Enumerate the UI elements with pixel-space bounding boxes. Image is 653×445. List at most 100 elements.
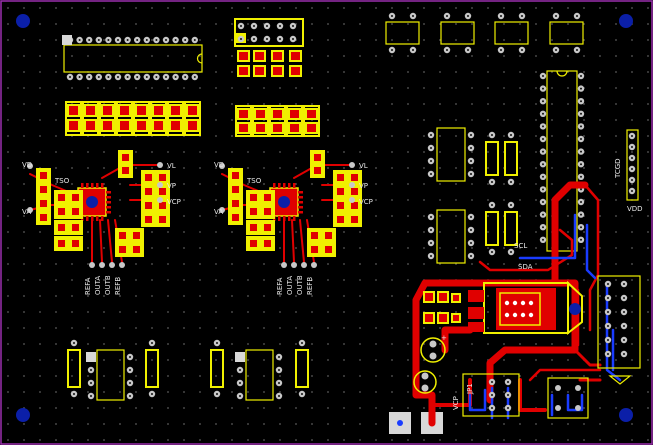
test-point [281, 262, 287, 268]
electrolytic-cap-2[interactable] [413, 370, 437, 394]
resistor-outline [150, 101, 167, 136]
pad-hole [391, 49, 393, 51]
pad-hole [555, 49, 557, 51]
pad-hole [580, 100, 582, 103]
pad-hole [239, 395, 241, 397]
test-point [349, 182, 355, 188]
pad-hole [301, 393, 303, 395]
resistor-outline [167, 101, 184, 136]
smd-pad [38, 212, 49, 223]
smd-pad [312, 152, 323, 163]
pin1-square [62, 35, 72, 45]
pad-hole [467, 15, 469, 17]
bc-pins [213, 339, 306, 400]
bottom-left-block[interactable] [67, 339, 159, 401]
jumper-bottom-right[interactable] [547, 377, 589, 419]
pad-outline [228, 210, 243, 225]
header-2x5-top[interactable] [234, 18, 304, 47]
pad-hole [174, 76, 177, 78]
pad-outline [321, 242, 336, 257]
smd-packages-top-right[interactable] [385, 12, 584, 54]
dip28-top-left[interactable] [62, 35, 203, 81]
pad-outline [155, 212, 170, 227]
pad-outline [68, 220, 83, 235]
ic-pin [283, 183, 286, 188]
pad-hole [542, 188, 544, 191]
pad-hole [97, 76, 100, 78]
pad-hole [542, 213, 544, 216]
pad-hole [145, 39, 148, 41]
smd-pad [288, 108, 301, 120]
test-point [291, 262, 297, 268]
smd-pad [157, 186, 168, 197]
pad-hole [129, 382, 131, 384]
ic-pin [91, 183, 94, 188]
jumper-jp1[interactable]: VCP JP1 [452, 373, 520, 417]
outb-label: OUTB [296, 275, 304, 295]
smd-pad [157, 172, 168, 183]
test-point [89, 262, 95, 268]
dip-tall-right[interactable] [539, 70, 585, 252]
smd-pad [169, 104, 182, 117]
pad-hole [430, 255, 432, 257]
pad-hole [580, 112, 582, 115]
resistor-row-center[interactable] [235, 105, 320, 137]
header-2x6-right[interactable] [597, 275, 641, 385]
pad-hole [240, 38, 242, 40]
ic-pin [293, 216, 296, 221]
smd-pad [254, 108, 267, 120]
pad-hole [117, 39, 119, 41]
vp-label: VP [359, 182, 368, 190]
resistor-pads-top-center[interactable] [237, 50, 302, 77]
pad-hole [412, 49, 414, 51]
ic-pin [101, 216, 104, 221]
pad-hole [73, 342, 75, 344]
resistor-row-left[interactable] [65, 101, 201, 136]
thermal-via [528, 300, 534, 306]
pad-hole [470, 255, 472, 257]
smd-pad [67, 119, 80, 132]
ic-pin [298, 191, 303, 194]
smd-pad [120, 165, 131, 176]
pad-hole [631, 179, 633, 181]
smd-pad [230, 170, 241, 181]
smd-pad [254, 122, 267, 134]
pad-hole [631, 190, 633, 192]
resistor-outline [303, 105, 320, 137]
test-point [301, 262, 307, 268]
smd-pad [84, 104, 97, 117]
tso-label: TSO [246, 177, 262, 185]
pad-hole [470, 216, 472, 218]
pad-hole [279, 25, 281, 27]
pad-hole [470, 229, 472, 231]
pad-hole [412, 15, 414, 17]
mounting-hole-icon [16, 14, 633, 422]
electrolytic-cap-1[interactable]: + [420, 334, 447, 363]
ic-thermal-pad [278, 196, 290, 208]
thermal-via [528, 312, 534, 318]
vreg-caps [423, 291, 461, 324]
dip8-right-lower[interactable] [427, 209, 475, 264]
pad-hole [129, 356, 131, 358]
connector-tcgd[interactable]: TCGD VDD [614, 129, 643, 213]
pad-hole [430, 147, 432, 149]
power-section[interactable]: + VCP JP1 SCL SDA [412, 181, 641, 427]
pad-hole [430, 229, 432, 231]
pad-hole [151, 342, 153, 344]
smd-pad [288, 122, 301, 134]
bottom-center-block[interactable] [210, 339, 309, 401]
smd-pad [38, 184, 49, 195]
smd-pad [335, 172, 346, 183]
refb-label: REFB [114, 277, 122, 295]
smd-pad [309, 230, 320, 241]
pad-hole [69, 76, 71, 78]
vertical-resistors-right[interactable] [485, 131, 518, 256]
smd-pad [271, 65, 284, 77]
pad-hole [184, 76, 187, 78]
dip8-right-upper[interactable] [427, 127, 475, 182]
thermal-via [520, 300, 526, 306]
ic-pin [96, 183, 99, 188]
